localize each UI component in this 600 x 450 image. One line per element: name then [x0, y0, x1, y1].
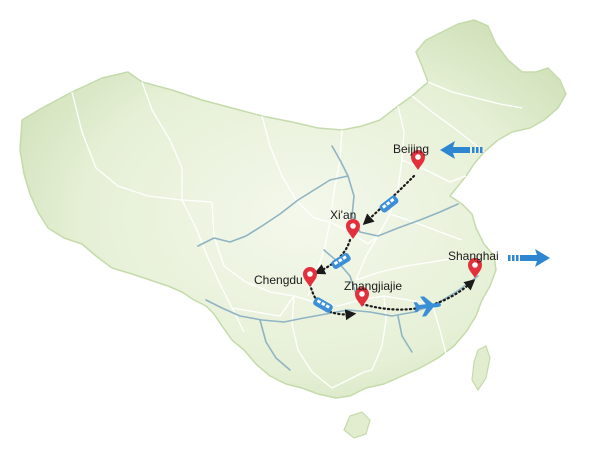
train-icon: [379, 195, 399, 213]
city-label-shanghai: Shanghai: [448, 249, 499, 263]
china-mainland: [19, 19, 567, 399]
pin-beijing-icon: [411, 150, 425, 170]
city-label-beijing: Beijing: [393, 142, 429, 156]
city-label-chengdu: Chengdu: [254, 273, 303, 287]
pin-zhangjiajie-icon: [355, 287, 369, 307]
train-icon: [331, 253, 351, 269]
yellow-river: [197, 175, 459, 247]
route-leg-zhangjiajie-shanghai: [360, 279, 476, 311]
pin-xian-icon: [346, 219, 360, 239]
hainan-island: [343, 411, 371, 439]
train-icon: [313, 297, 333, 313]
exit-arrow-icon: [508, 249, 550, 267]
city-label-zhangjiajie: Zhangjiajie: [344, 279, 402, 293]
pin-shanghai-icon: [468, 258, 482, 278]
city-label-xian: Xi'an: [330, 208, 356, 222]
pin-chengdu-icon: [303, 267, 317, 287]
route-leg-chengdu-zhangjiajie: [308, 282, 357, 321]
airplane-icon: [413, 296, 441, 317]
taiwan-island: [471, 345, 491, 392]
entry-arrow-icon: [440, 141, 483, 159]
